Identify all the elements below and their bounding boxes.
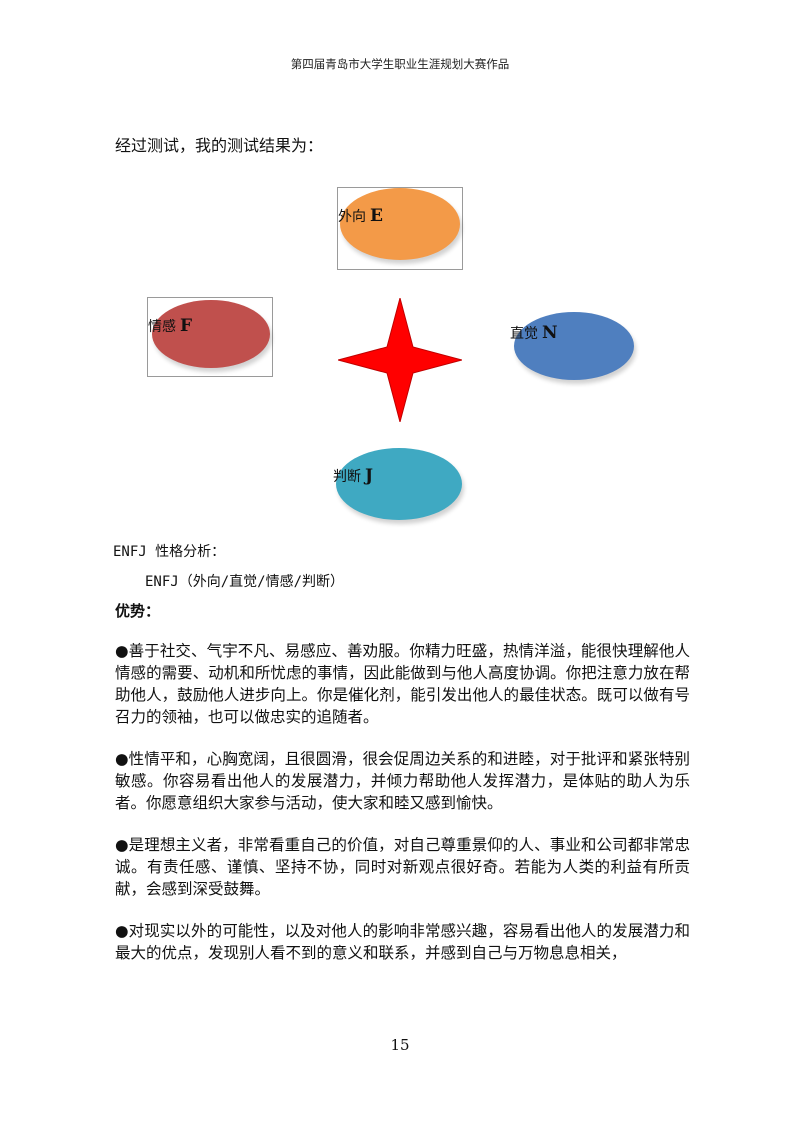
advantages-list: ●善于社交、气宇不凡、易感应、善劝服。你精力旺盛，热情洋溢，能很快理解他人情感的…	[115, 640, 690, 984]
advantages-heading: 优势：	[115, 602, 161, 620]
extravert-ellipse	[340, 188, 460, 260]
judging-ellipse	[336, 448, 462, 520]
intro-text: 经过测试，我的测试结果为：	[115, 136, 324, 155]
page-number: 15	[390, 1036, 410, 1054]
analysis-title: ENFJ 性格分析：	[113, 544, 226, 560]
page-header: 第四届青岛市大学生职业生涯规划大赛作品	[290, 57, 510, 71]
intuition-ellipse	[514, 312, 634, 380]
advantage-paragraph: ●善于社交、气宇不凡、易感应、善劝服。你精力旺盛，热情洋溢，能很快理解他人情感的…	[115, 642, 690, 726]
feeling-ellipse	[152, 300, 270, 368]
four-point-star-icon	[338, 298, 462, 422]
advantage-paragraph: ●是理想主义者，非常看重自己的价值，对自己尊重景仰的人、事业和公司都非常忠诚。有…	[115, 836, 690, 898]
analysis-subtitle: ENFJ（外向/直觉/情感/判断）	[145, 574, 345, 590]
advantage-paragraph: ●对现实以外的可能性，以及对他人的影响非常感兴趣，容易看出他人的发展潜力和最大的…	[115, 922, 690, 962]
advantage-paragraph: ●性情平和，心胸宽阔，且很圆滑，很会促周边关系的和进睦，对于批评和紧张特别敏感。…	[115, 750, 690, 812]
